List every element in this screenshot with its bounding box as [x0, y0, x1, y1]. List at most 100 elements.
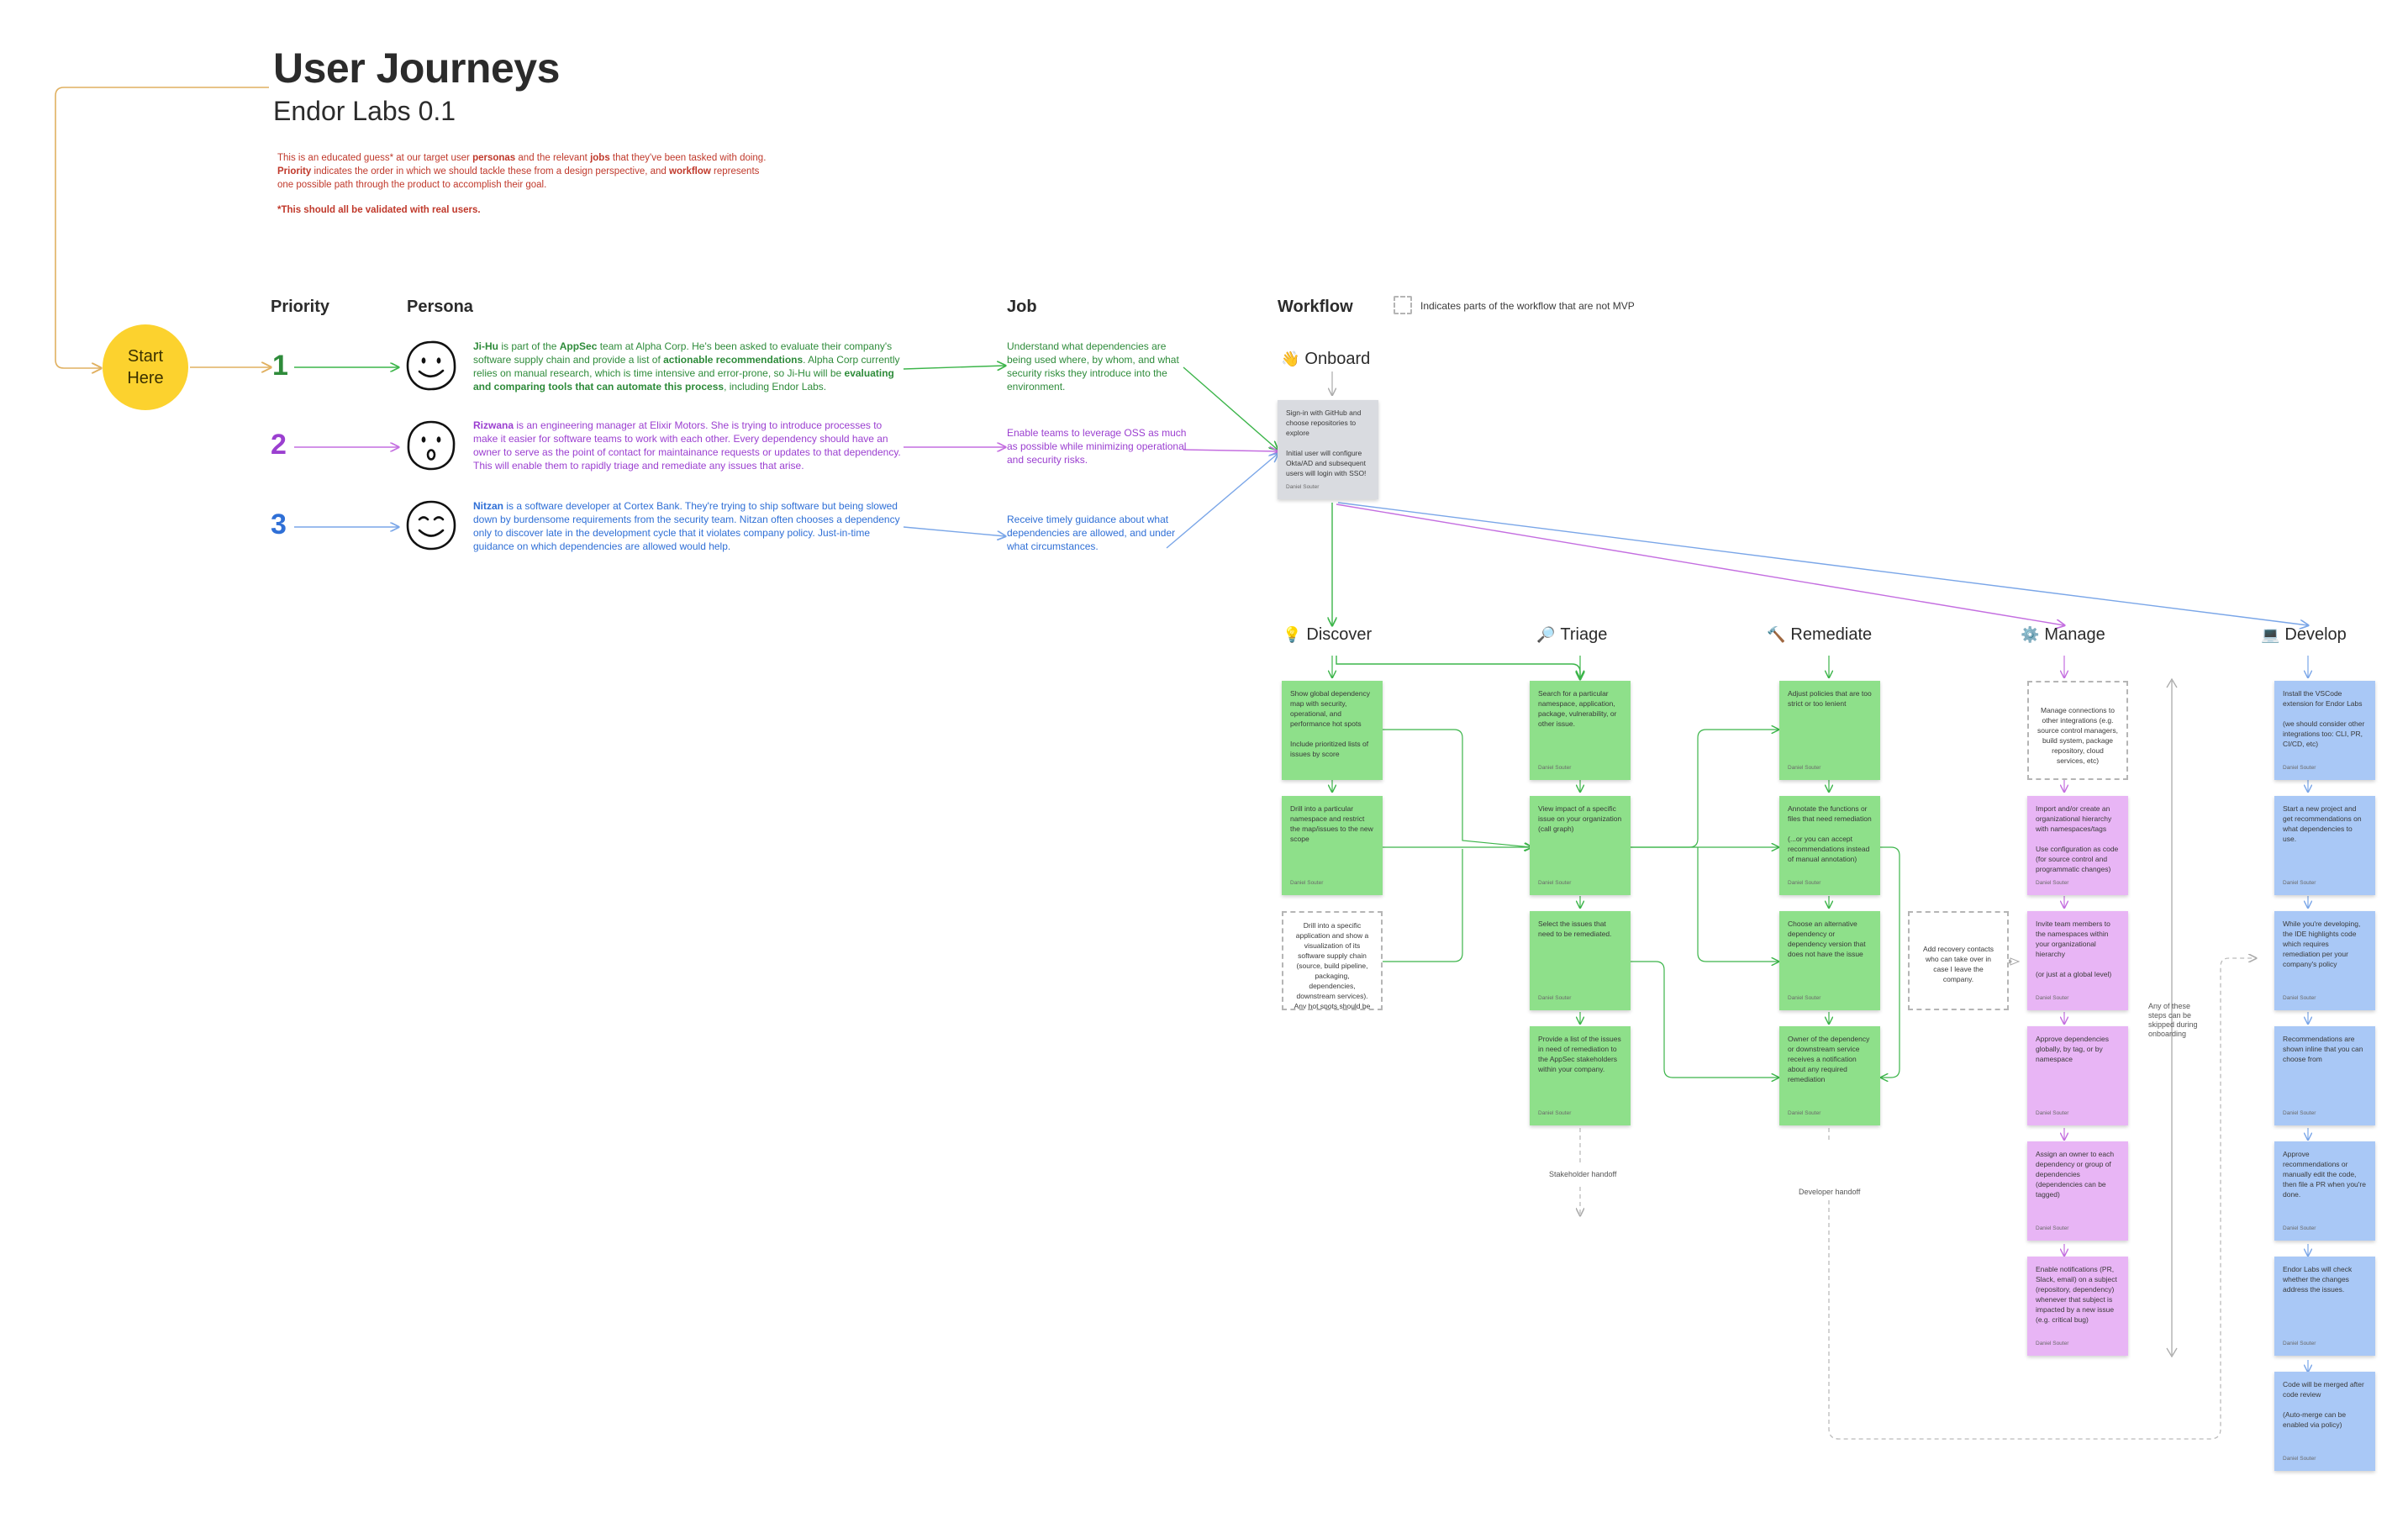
job-2: Enable teams to leverage OSS as much as …: [1007, 427, 1187, 466]
sticky-author: Daniel Souter: [2283, 995, 2316, 1001]
page-subtitle: Endor Labs 0.1: [273, 96, 456, 126]
manage-sticky[interactable]: Assign an owner to each dependency or gr…: [2027, 1141, 2128, 1241]
develop-sticky[interactable]: Endor Labs will check whether the change…: [2274, 1257, 2375, 1356]
sticky-author: Daniel Souter: [1538, 765, 1572, 771]
surprised-face-icon: [407, 420, 456, 471]
develop-sticky[interactable]: Recommendations are shown inline that yo…: [2274, 1026, 2375, 1125]
develop-sticky[interactable]: Code will be merged after code review (A…: [2274, 1372, 2375, 1471]
sticky-author: Daniel Souter: [1538, 1110, 1572, 1116]
remediate-sticky[interactable]: Adjust policies that are too strict or t…: [1779, 681, 1880, 780]
develop-sticky[interactable]: While you're developing, the IDE highlig…: [2274, 911, 2375, 1010]
smile-face-icon: [406, 340, 456, 391]
discover-sticky[interactable]: Drill into a particular namespace and re…: [1282, 796, 1383, 895]
sticky-text: Recommendations are shown inline that yo…: [2283, 1035, 2363, 1063]
sticky-author: Daniel Souter: [1788, 995, 1821, 1001]
stage-onboard-label: Onboard: [1304, 350, 1371, 368]
persona-nitzan: Nitzan is a software developer at Cortex…: [473, 500, 900, 552]
magnifier-icon: 🔎: [1536, 626, 1556, 643]
stage-triage: 🔎 Triage: [1536, 625, 1607, 645]
sticky-author: Daniel Souter: [1286, 484, 1320, 490]
sticky-author: Daniel Souter: [2283, 1225, 2316, 1231]
triage-sticky[interactable]: View impact of a specific issue on your …: [1530, 796, 1631, 895]
start-label-line1: Start: [127, 347, 164, 366]
develop-sticky[interactable]: Install the VSCode extension for Endor L…: [2274, 681, 2375, 780]
waving-hand-icon: 👋: [1281, 350, 1300, 367]
sticky-text: Assign an owner to each dependency or gr…: [2036, 1150, 2115, 1199]
discover-sticky[interactable]: Show global dependency map with security…: [1282, 681, 1383, 780]
manage-sticky[interactable]: Enable notifications (PR, Slack, email) …: [2027, 1257, 2128, 1356]
manage-sticky-not-mvp[interactable]: Manage connections to other integrations…: [2027, 681, 2128, 780]
stage-develop: 💻 Develop: [2261, 625, 2347, 645]
onboard-sticky[interactable]: Sign-in with GitHub and choose repositor…: [1278, 400, 1378, 499]
page-title: User Journeys: [273, 45, 560, 92]
workflow-heading: Workflow: [1278, 298, 1353, 316]
sticky-text: Choose an alternative dependency or depe…: [1788, 920, 1866, 958]
stage-manage: ⚙️ Manage: [2021, 625, 2105, 645]
sticky-author: Daniel Souter: [2036, 995, 2069, 1001]
light-bulb-icon: 💡: [1283, 626, 1302, 643]
manage-sticky[interactable]: Invite team members to the namespaces wi…: [2027, 911, 2128, 1010]
intro-note: *This should all be validated with real …: [277, 205, 481, 215]
sticky-text: While you're developing, the IDE highlig…: [2283, 920, 2361, 968]
persona-ji-hu: Ji-Hu is part of the AppSec team at Alph…: [473, 340, 900, 393]
gear-icon: ⚙️: [2021, 626, 2040, 643]
priority-2: 2: [271, 429, 287, 461]
stage-discover-label: Discover: [1306, 625, 1373, 644]
triage-sticky[interactable]: Provide a list of the issues in need of …: [1530, 1026, 1631, 1125]
remediate-sticky[interactable]: Annotate the functions or files that nee…: [1779, 796, 1880, 895]
sticky-author: Daniel Souter: [2036, 880, 2069, 886]
job-3: Receive timely guidance about what depen…: [1007, 514, 1176, 552]
sticky-text: Adjust policies that are too strict or t…: [1788, 689, 1872, 708]
start-here-node[interactable]: Start Here: [103, 324, 188, 410]
sticky-text: Approve dependencies globally, by tag, o…: [2036, 1035, 2109, 1063]
sticky-author: Daniel Souter: [2283, 765, 2316, 771]
sticky-text: Add recovery contacts who can take over …: [1922, 945, 1994, 983]
sticky-text: Owner of the dependency or downstream se…: [1788, 1035, 1870, 1083]
triage-sticky[interactable]: Search for a particular namespace, appli…: [1530, 681, 1631, 780]
manage-sticky[interactable]: Import and/or create an organizational h…: [2027, 796, 2128, 895]
sticky-text: Import and/or create an organizational h…: [2036, 804, 2119, 873]
job-heading: Job: [1007, 298, 1037, 316]
discover-sticky-not-mvp[interactable]: Drill into a specific application and sh…: [1282, 911, 1383, 1010]
skip-onboarding-note: Any of these steps can be skipped during…: [2148, 1002, 2198, 1038]
sticky-text: Approve recommendations or manually edit…: [2283, 1150, 2366, 1199]
sticky-text: Select the issues that need to be remedi…: [1538, 920, 1612, 938]
recovery-contacts-sticky-not-mvp[interactable]: Add recovery contacts who can take over …: [1908, 911, 2009, 1010]
sticky-author: Daniel Souter: [2283, 880, 2316, 886]
sticky-author: Daniel Souter: [2036, 1110, 2069, 1116]
manage-sticky[interactable]: Approve dependencies globally, by tag, o…: [2027, 1026, 2128, 1125]
sticky-text: Drill into a specific application and sh…: [1294, 921, 1371, 1010]
develop-sticky[interactable]: Start a new project and get recommendati…: [2274, 796, 2375, 895]
sticky-author: Daniel Souter: [1290, 880, 1324, 886]
not-mvp-legend-label: Indicates parts of the workflow that are…: [1420, 300, 1635, 312]
stage-develop-label: Develop: [2284, 625, 2347, 644]
intro-text: This is an educated guess* at our target…: [277, 153, 767, 190]
stage-onboard: 👋 Onboard: [1281, 350, 1370, 369]
priority-3: 3: [271, 509, 287, 540]
happy-face-icon: [406, 500, 456, 551]
stage-manage-label: Manage: [2044, 625, 2105, 644]
laptop-icon: 💻: [2261, 626, 2280, 643]
sticky-author: Daniel Souter: [2036, 1225, 2069, 1231]
stage-remediate: 🔨 Remediate: [1767, 625, 1872, 645]
stage-triage-label: Triage: [1560, 625, 1608, 644]
sticky-author: Daniel Souter: [2283, 1456, 2316, 1462]
sticky-text: Manage connections to other integrations…: [2037, 706, 2118, 765]
sticky-author: Daniel Souter: [1788, 1110, 1821, 1116]
triage-sticky[interactable]: Select the issues that need to be remedi…: [1530, 911, 1631, 1010]
developer-handoff-label: Developer handoff: [1799, 1188, 1861, 1196]
sticky-author: Daniel Souter: [1538, 995, 1572, 1001]
priority-1: 1: [272, 350, 288, 382]
stage-discover: 💡 Discover: [1283, 625, 1372, 645]
sticky-text: Show global dependency map with security…: [1290, 689, 1370, 758]
sticky-text: Endor Labs will check whether the change…: [2283, 1265, 2353, 1294]
sticky-text: Search for a particular namespace, appli…: [1538, 689, 1617, 728]
priority-heading: Priority: [271, 298, 330, 316]
sticky-text: Invite team members to the namespaces wi…: [2036, 920, 2112, 978]
remediate-sticky[interactable]: Owner of the dependency or downstream se…: [1779, 1026, 1880, 1125]
start-label-line2: Here: [127, 369, 164, 387]
remediate-sticky[interactable]: Choose an alternative dependency or depe…: [1779, 911, 1880, 1010]
develop-sticky[interactable]: Approve recommendations or manually edit…: [2274, 1141, 2375, 1241]
stakeholder-handoff-label: Stakeholder handoff: [1549, 1170, 1617, 1178]
persona-rizwana: Rizwana is an engineering manager at Eli…: [473, 419, 901, 472]
